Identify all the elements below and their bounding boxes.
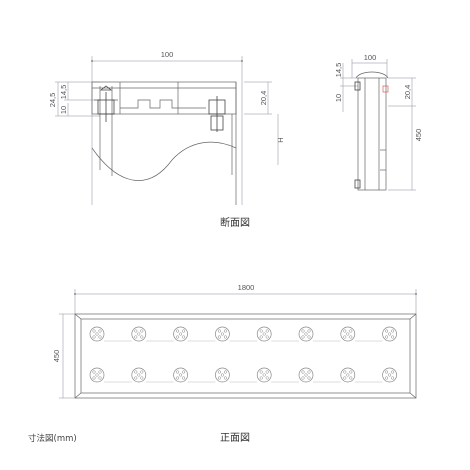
- side-height-label: 450: [414, 129, 423, 142]
- front-width-label: 1800: [238, 283, 255, 292]
- side-dim-14-5: 14,5: [334, 63, 343, 78]
- section-view-caption: 断面図: [220, 216, 250, 229]
- front-view-caption: 正面図: [220, 432, 250, 444]
- lamp-unit: [89, 326, 105, 342]
- front-height-label: 450: [52, 350, 61, 363]
- lamp-unit: [215, 326, 230, 342]
- unit-note: 寸法図(mm): [28, 433, 77, 444]
- lamp-unit: [298, 367, 314, 383]
- lamp-unit: [340, 367, 356, 383]
- side-dim-20-4: 20,4: [403, 85, 412, 100]
- lamp-unit: [256, 326, 272, 342]
- section-view: 100 24,5 14,5 10 20,4 H: [48, 50, 285, 205]
- section-dim-20-4: 20,4: [259, 91, 268, 106]
- lamp-unit: [256, 367, 272, 383]
- side-width-label: 100: [364, 53, 377, 62]
- section-dim-h: H: [276, 137, 285, 142]
- side-dim-10: 10: [334, 94, 343, 102]
- section-dim-10: 10: [59, 106, 68, 114]
- front-view: 1800 450: [52, 283, 417, 399]
- lamp-grid: [89, 326, 397, 383]
- side-view: 100 14,5 10 20,4 450: [334, 53, 423, 191]
- lamp-unit: [215, 367, 230, 383]
- lamp-unit: [173, 326, 188, 342]
- lamp-unit: [298, 326, 314, 342]
- lamp-unit: [173, 367, 188, 383]
- lamp-unit: [131, 367, 147, 383]
- lamp-unit: [89, 367, 105, 383]
- lamp-unit: [382, 326, 397, 342]
- lamp-unit: [340, 326, 356, 342]
- section-dim-14-5: 14,5: [59, 85, 68, 100]
- section-dim-24-5: 24,5: [48, 93, 57, 108]
- lamp-unit: [382, 367, 397, 383]
- lamp-unit: [131, 326, 147, 342]
- section-width-label: 100: [161, 50, 174, 59]
